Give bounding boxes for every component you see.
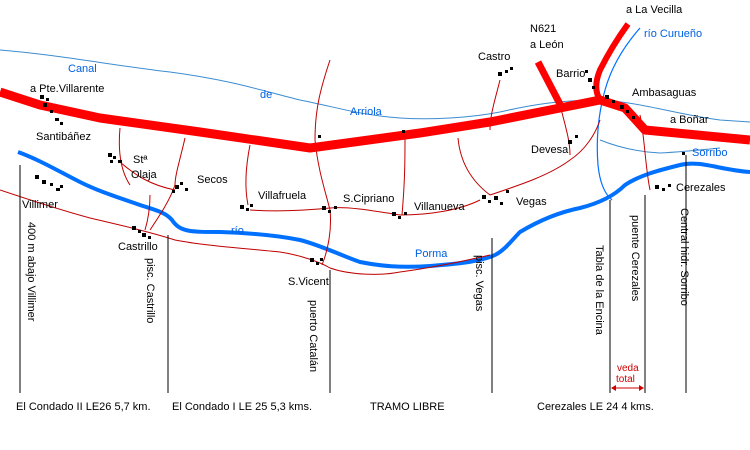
label-abajo-villimer: 400 m abajo Villimer [25,222,37,322]
rio-porma [17,150,750,269]
town-scipriano: S.Cipriano [343,193,394,205]
town-cerezales: Cerezales [676,182,726,194]
canal-sorribo [599,139,721,154]
town-devesa: Devesa [531,144,569,156]
town-vegas: Vegas [516,196,547,208]
label-pisc-vegas: pisc. Vegas [473,255,485,312]
label-rio: río [231,225,244,237]
label-sorribo: Sorribo [692,147,727,159]
label-veda: veda [617,363,639,374]
town-villanueva: Villanueva [414,201,465,213]
label-puerto-catalan: puerto Catalán [307,300,319,372]
town-castrillo: Castrillo [118,241,158,253]
label-n621: N621 [530,23,556,35]
label-de: de [260,89,272,101]
town-santibanez: Santibáñez [36,131,91,143]
town-villarente: a Pte.Villarente [30,83,104,95]
town-villafruela: Villafruela [258,190,307,202]
label-a-lavecilla: a La Vecilla [626,4,683,16]
label-canal: Canal [68,63,97,75]
label-a-leon: a León [530,39,564,51]
town-barrio: Barrio [556,68,585,80]
section-condado-1: El Condado I LE 25 5,3 kms. [172,401,312,413]
label-porma: Porma [415,248,448,260]
section-cerezales: Cerezales LE 24 4 kms. [537,401,654,413]
main-road [0,22,750,153]
town-secos: Secos [197,174,228,186]
label-tabla-encina: Tabla de la Encina [593,245,605,336]
town-castro: Castro [478,51,510,63]
town-olaja: Olaja [131,169,158,181]
section-tramo-libre: TRAMO LIBRE [370,401,445,413]
label-central-sorribo: Central hidr. Sorribo [678,208,690,306]
town-svicent: S.Vicent [288,276,329,288]
section-markers [19,155,687,393]
label-puente-cerezales: puente Cerezales [629,215,641,302]
label-rio-curueno: río Curueño [644,28,702,40]
label-pisc-castrillo: pisc. Castrillo [144,258,156,323]
town-sta: Stª [133,154,148,166]
town-villimer: Villimer [22,199,58,211]
label-veda-total: total [616,374,635,385]
label-arriola: Arriola [350,106,383,118]
town-markers [35,67,685,265]
section-condado-2: El Condado II LE26 5,7 km. [16,401,151,413]
veda-arrow [611,385,644,391]
town-ambasaguas: Ambasaguas [632,87,697,99]
label-a-bonar: a Boñar [670,114,709,126]
